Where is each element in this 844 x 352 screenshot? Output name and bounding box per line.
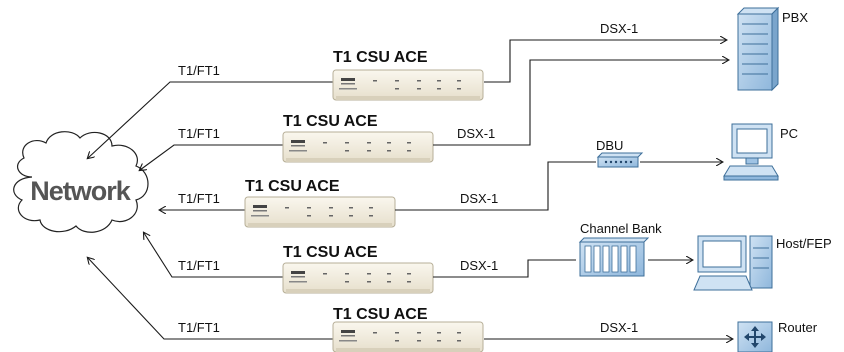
uplink-wire-1 xyxy=(88,81,335,158)
router-icon xyxy=(737,321,773,352)
uplink-wires xyxy=(88,81,335,340)
csu-title-3: T1 CSU ACE xyxy=(245,178,340,195)
channel-bank-icon xyxy=(578,237,650,277)
csu-title-2: T1 CSU ACE xyxy=(283,113,378,130)
uplink-label-3: T1/FT1 xyxy=(178,191,220,206)
pbx-label: PBX xyxy=(782,10,808,25)
csu-unit-3: T1 CSU ACE xyxy=(244,178,396,228)
csu-unit-4: T1 CSU ACE xyxy=(282,244,434,294)
channel-bank-label: Channel Bank xyxy=(580,221,662,236)
downlink-wire-1 xyxy=(484,40,726,83)
dbu-icon xyxy=(596,152,644,168)
host-fep-label: Host/FEP xyxy=(776,236,832,251)
downlink-wire-4 xyxy=(433,259,576,278)
downlink-wire-2 xyxy=(433,60,728,146)
csu-unit-2: T1 CSU ACE xyxy=(282,113,434,163)
router-label: Router xyxy=(778,320,818,335)
dbu-label: DBU xyxy=(596,138,623,153)
uplink-label-4: T1/FT1 xyxy=(178,258,220,273)
downlink-label-5: DSX-1 xyxy=(600,320,638,335)
uplink-label-2: T1/FT1 xyxy=(178,126,220,141)
csu-unit-1: T1 CSU ACE xyxy=(332,49,484,101)
network-cloud: Network xyxy=(13,131,149,233)
uplink-wire-4 xyxy=(144,233,283,278)
downlink-label-3: DSX-1 xyxy=(460,191,498,206)
network-label: Network xyxy=(30,176,132,206)
csu-title-1: T1 CSU ACE xyxy=(333,49,428,66)
downlink-label-2: DSX-1 xyxy=(457,126,495,141)
csu-title-5: T1 CSU ACE xyxy=(333,306,428,323)
pc-label: PC xyxy=(780,126,798,141)
pbx-icon xyxy=(736,6,780,92)
downlink-wires xyxy=(395,40,732,339)
host-fep-icon xyxy=(693,235,773,291)
pc-icon xyxy=(723,123,779,181)
uplink-label-1: T1/FT1 xyxy=(178,63,220,78)
downlink-wire-3 xyxy=(395,161,596,211)
uplink-wire-5 xyxy=(88,258,335,340)
csu-unit-5: T1 CSU ACE xyxy=(332,306,484,352)
downlink-label-4: DSX-1 xyxy=(460,258,498,273)
downlink-label-1: DSX-1 xyxy=(600,21,638,36)
uplink-wire-2 xyxy=(140,144,283,170)
uplink-label-5: T1/FT1 xyxy=(178,320,220,335)
csu-title-4: T1 CSU ACE xyxy=(283,244,378,261)
